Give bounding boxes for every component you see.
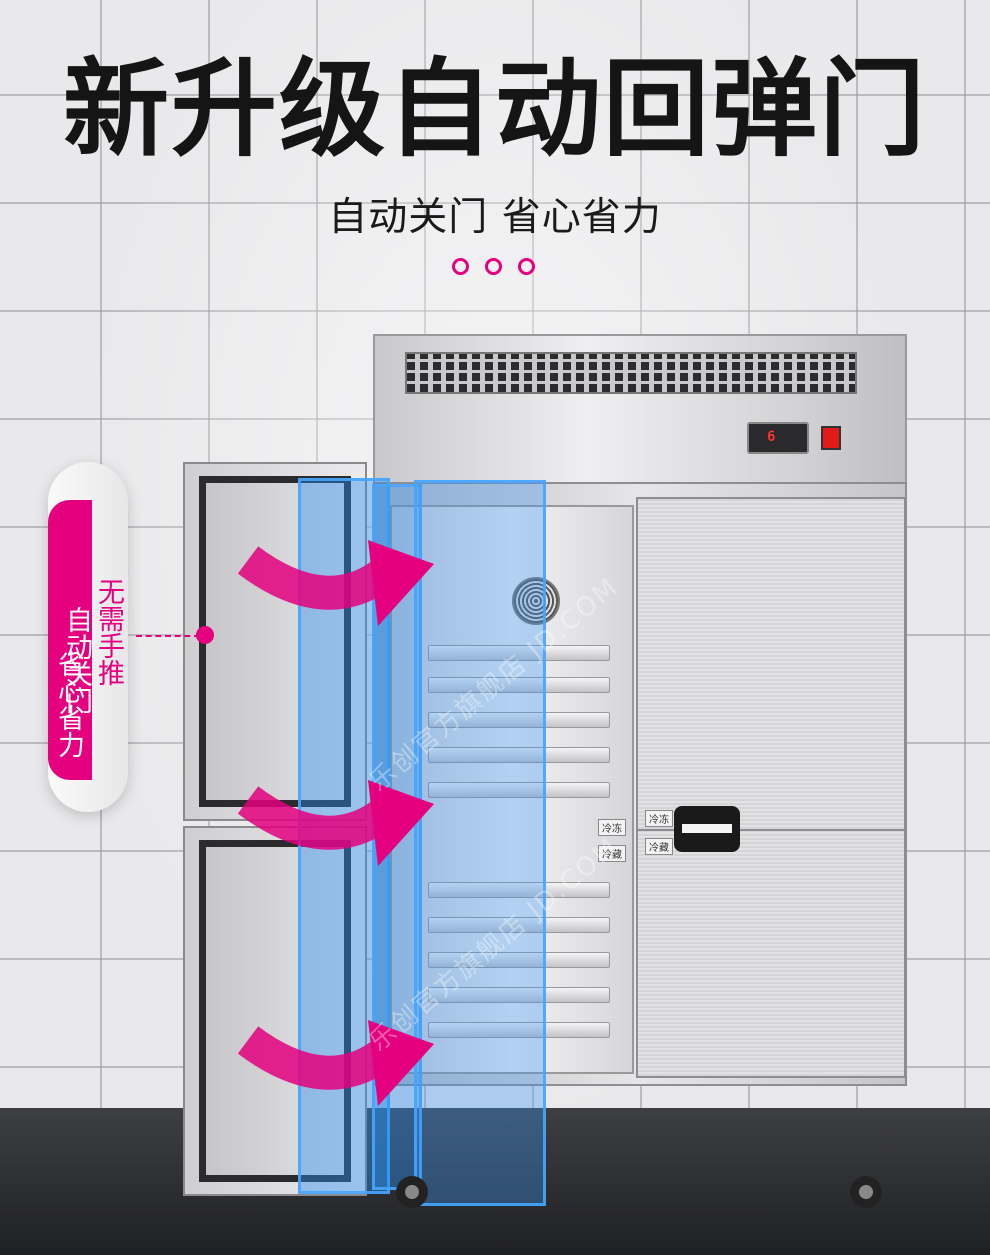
tray: [428, 782, 610, 798]
tray: [428, 1022, 610, 1038]
callout-dot-icon: [196, 626, 214, 644]
callout-primary: 自动关门: [48, 500, 92, 780]
right-upper-door: [636, 497, 906, 831]
floor: [0, 1108, 990, 1255]
tray: [428, 747, 610, 763]
arrow-icon: [238, 540, 434, 626]
tray: [428, 645, 610, 661]
callout-primary-2: 省心省力: [53, 650, 84, 758]
arrow-icon: [238, 1020, 434, 1106]
callout-primary-1: 自动关门: [61, 606, 92, 714]
dot-icon: [518, 258, 535, 275]
tray: [428, 712, 610, 728]
headline: 新升级自动回弹门: [63, 48, 927, 171]
pagination-dots: [452, 258, 535, 275]
fan-icon: [512, 577, 560, 625]
left-lower-door: [183, 826, 367, 1196]
freeze-badge-inner: 冷冻: [598, 819, 626, 836]
callout-secondary: 无需手推: [93, 578, 124, 686]
dot-icon: [452, 258, 469, 275]
temperature-controller: 6: [747, 422, 809, 454]
caster-wheel: [850, 1176, 882, 1208]
chill-badge-inner: 冷藏: [598, 845, 626, 862]
subheadline: 自动关门 省心省力: [328, 195, 662, 240]
tray: [428, 917, 610, 933]
fridge-top-unit: 6: [373, 334, 907, 486]
power-switch-icon: [821, 426, 841, 450]
chill-badge: 冷藏: [645, 838, 673, 855]
tray: [428, 987, 610, 1003]
door-motion-glass: [414, 480, 546, 1206]
dot-icon: [485, 258, 502, 275]
callout-dashed-line: [136, 635, 200, 637]
tray: [428, 952, 610, 968]
caster-wheel: [396, 1176, 428, 1208]
fridge-interior: 冷冻 冷藏: [390, 505, 634, 1074]
arrow-icon: [238, 780, 434, 866]
vent-grille: [405, 352, 857, 394]
right-lower-door: [636, 829, 906, 1078]
freeze-badge: 冷冻: [645, 810, 673, 827]
door-handle: [674, 806, 740, 852]
tray: [428, 882, 610, 898]
tray: [428, 677, 610, 693]
temperature-display: 6: [767, 429, 776, 445]
